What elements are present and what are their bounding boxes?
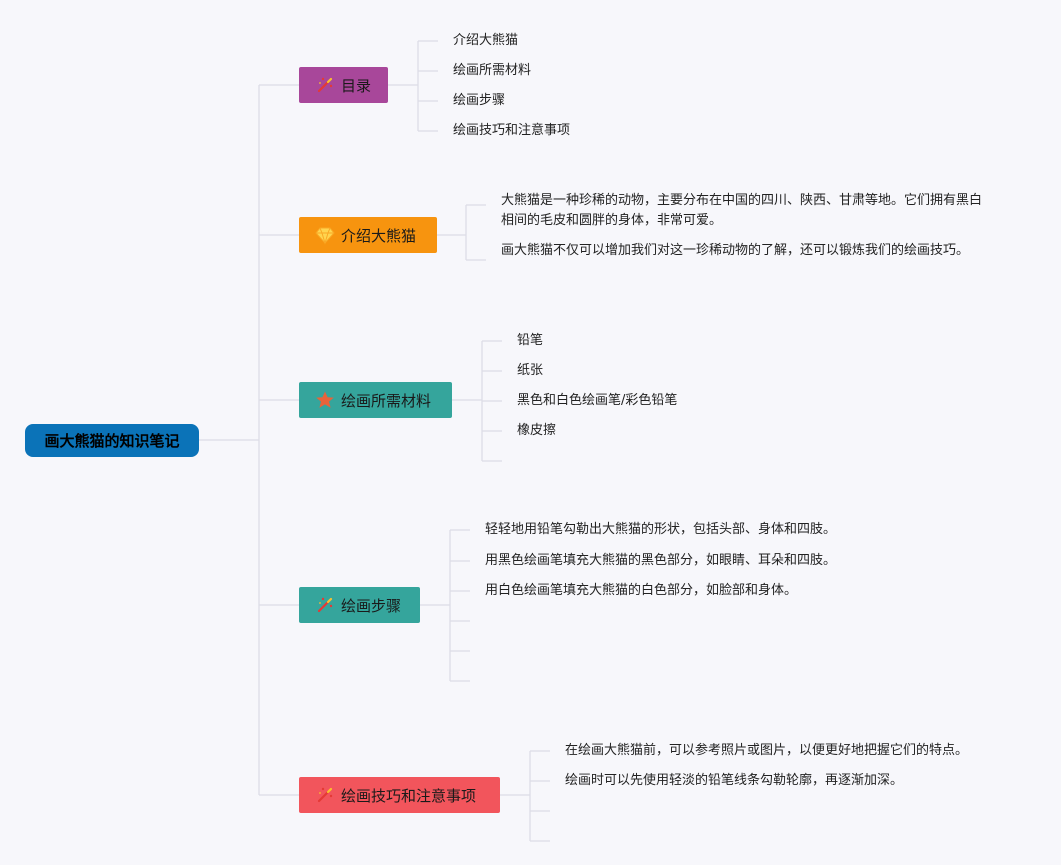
root-label: 画大熊猫的知识笔记	[44, 432, 180, 450]
leaf-text: 绘画技巧和注意事项	[453, 123, 571, 138]
leaf-text: 绘画所需材料	[453, 63, 532, 78]
leaf-text: 在绘画大熊猫前，可以参考照片或图片，以便更好地把握它们的特点。	[565, 743, 969, 758]
leaf-text: 绘画时可以先使用轻淡的铅笔线条勾勒轮廓，再逐渐加深。	[565, 773, 904, 788]
branch-label: 绘画所需材料	[341, 391, 432, 410]
leaf-text: 用白色绘画笔填充大熊猫的白色部分，如脸部和身体。	[485, 583, 798, 598]
branch-toc[interactable]: 目录	[299, 67, 388, 103]
magic-wand-icon	[315, 785, 335, 805]
star-icon	[315, 390, 335, 410]
branch-tips[interactable]: 绘画技巧和注意事项	[299, 777, 500, 813]
branch-materials[interactable]: 绘画所需材料	[299, 382, 452, 418]
leaf-text: 轻轻地用铅笔勾勒出大熊猫的形状，包括头部、身体和四肢。	[485, 522, 837, 537]
branch-label: 绘画步骤	[341, 596, 402, 615]
diamond-icon	[315, 225, 335, 245]
leaf-text: 介绍大熊猫	[453, 33, 519, 48]
root-node[interactable]: 画大熊猫的知识笔记	[25, 424, 199, 457]
leaf-text: 橡皮擦	[517, 423, 557, 438]
branch-label: 目录	[341, 76, 372, 95]
leaf-text: 大熊猫是一种珍稀的动物，主要分布在中国的四川、陕西、甘肃等地。它们拥有黑白相间的…	[501, 193, 983, 228]
branch-steps[interactable]: 绘画步骤	[299, 587, 420, 623]
branch-label: 介绍大熊猫	[341, 226, 417, 245]
magic-wand-icon	[315, 595, 335, 615]
branch-label: 绘画技巧和注意事项	[341, 786, 477, 805]
leaf-text: 绘画步骤	[453, 93, 506, 108]
leaf-text: 黑色和白色绘画笔/彩色铅笔	[517, 393, 678, 408]
leaf-text: 用黑色绘画笔填充大熊猫的黑色部分，如眼睛、耳朵和四肢。	[485, 553, 837, 568]
leaf-text: 铅笔	[517, 333, 544, 348]
magic-wand-icon	[315, 75, 335, 95]
branch-intro[interactable]: 介绍大熊猫	[299, 217, 437, 253]
leaf-text: 画大熊猫不仅可以增加我们对这一珍稀动物的了解，还可以锻炼我们的绘画技巧。	[501, 243, 970, 258]
leaf-text: 纸张	[517, 363, 544, 378]
